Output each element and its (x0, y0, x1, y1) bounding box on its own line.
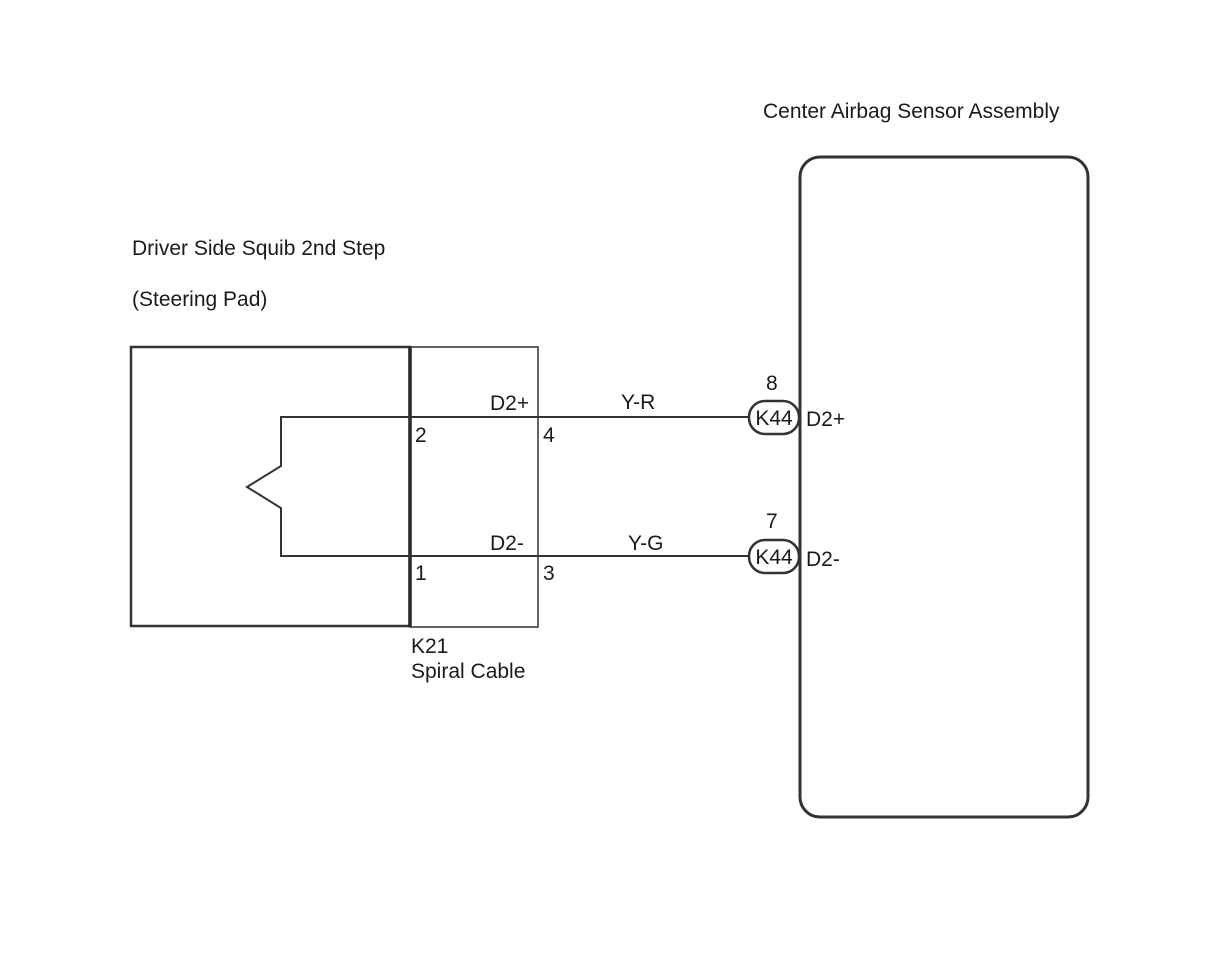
spiral-cable-name: Spiral Cable (411, 660, 525, 683)
connector-k44-top-label: K44 (755, 407, 793, 430)
sensor-assembly-box (798, 155, 1090, 819)
wire-color-y-g: Y-G (628, 532, 663, 555)
connector-k44-top (747, 399, 801, 436)
squib-element-symbol (245, 416, 410, 557)
spiral-signal-d2-plus: D2+ (490, 392, 529, 415)
connector-k44-bottom-label: K44 (755, 546, 793, 569)
squib-subtitle: (Steering Pad) (132, 288, 267, 311)
spiral-cable-connector-id: K21 (411, 635, 448, 658)
connector-k44-bottom (747, 538, 801, 575)
spiral-cable-box (409, 346, 539, 628)
sensor-assembly-title: Center Airbag Sensor Assembly (763, 100, 1060, 123)
sensor-pin-7: 7 (766, 510, 778, 533)
squib-title: Driver Side Squib 2nd Step (132, 237, 385, 260)
sensor-signal-d2-plus: D2+ (806, 408, 845, 431)
wire-color-y-r: Y-R (621, 391, 655, 414)
spiral-pin-4: 4 (543, 424, 555, 447)
spiral-pin-2: 2 (415, 424, 427, 447)
spiral-signal-d2-minus: D2- (490, 532, 524, 555)
spiral-pin-3: 3 (543, 562, 555, 585)
squib-box (129, 345, 412, 628)
sensor-signal-d2-minus: D2- (806, 548, 840, 571)
sensor-pin-8: 8 (766, 372, 778, 395)
spiral-pin-1: 1 (415, 562, 427, 585)
